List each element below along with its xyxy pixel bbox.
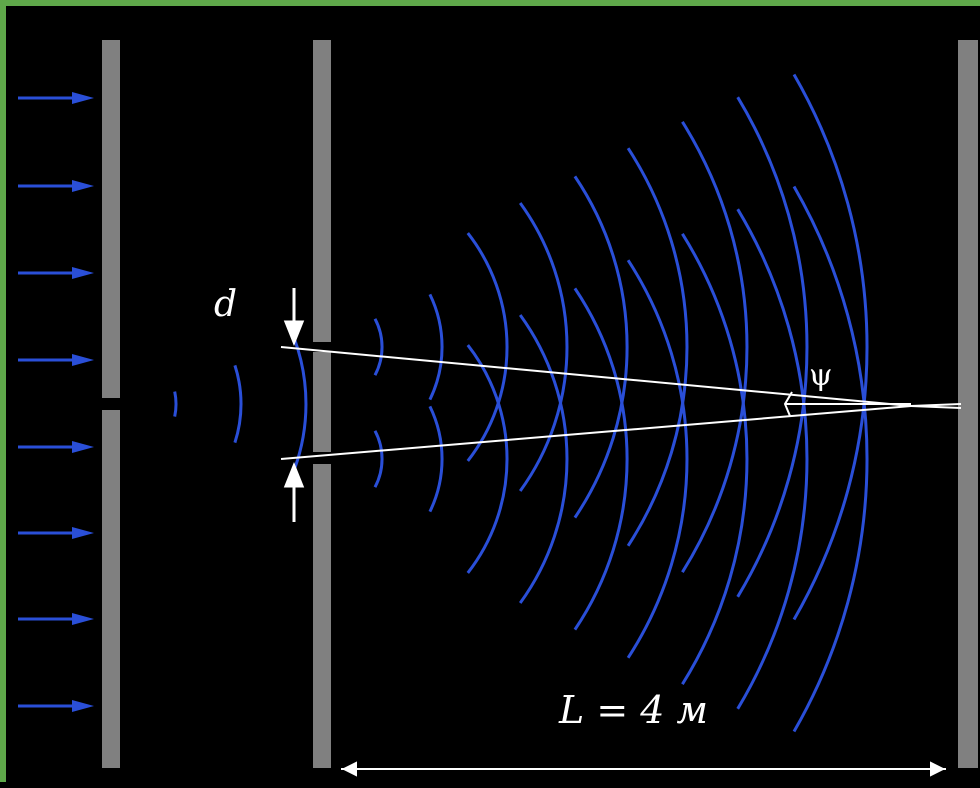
slit-width-label: d	[214, 284, 238, 325]
wavefront-arc	[626, 147, 689, 547]
ray-lower	[280, 405, 912, 460]
distance-arrow	[341, 761, 946, 777]
wavefront-arc	[466, 232, 509, 462]
wavefront-arc	[293, 338, 308, 470]
second-screen-lower	[313, 464, 331, 768]
incident-arrow-head	[72, 267, 94, 279]
second-screen-middle	[313, 352, 331, 452]
incident-arrow-head	[72, 527, 94, 539]
wavefronts	[173, 73, 869, 733]
wavefront-arc	[428, 293, 444, 401]
angle-bracket	[783, 391, 911, 417]
ray-upper	[280, 346, 912, 407]
wavefront-arc	[518, 202, 569, 492]
slit-width-arrows	[283, 288, 305, 522]
ray-lines	[280, 346, 962, 460]
wavefront-arc	[573, 175, 629, 519]
wavefront-arc	[466, 344, 509, 574]
wavefront-arc	[518, 314, 569, 604]
incident-arrow-head	[72, 441, 94, 453]
incident-arrow-head	[72, 354, 94, 366]
angle-label: ψ	[809, 358, 833, 393]
wavefront-arc	[792, 73, 869, 621]
wavefront-arc	[428, 405, 444, 513]
wavefront-arc	[373, 318, 384, 376]
wavefront-arc	[792, 185, 869, 733]
observation-screen	[958, 40, 978, 768]
first-screen-lower	[102, 410, 120, 768]
double-slit-diagram	[18, 40, 978, 777]
incident-wave-arrows	[18, 92, 94, 712]
incident-arrow-head	[72, 613, 94, 625]
wavefront-arc	[681, 121, 749, 573]
incident-arrow-head	[72, 92, 94, 104]
wavefront-arc	[736, 208, 809, 710]
wavefront-arc	[681, 233, 749, 685]
first-screen-upper	[102, 40, 120, 398]
wavefront-arc	[573, 287, 629, 631]
wavefront-arc	[373, 430, 384, 488]
ray-lower-ext	[910, 405, 962, 409]
wavefront-arc	[173, 391, 178, 417]
second-screen-upper	[313, 40, 331, 342]
wavefront-arc	[736, 96, 809, 598]
wavefront-arc	[626, 259, 689, 659]
distance-label: L = 4 м	[559, 688, 708, 732]
wavefront-arc	[233, 364, 243, 444]
incident-arrow-head	[72, 180, 94, 192]
incident-arrow-head	[72, 700, 94, 712]
